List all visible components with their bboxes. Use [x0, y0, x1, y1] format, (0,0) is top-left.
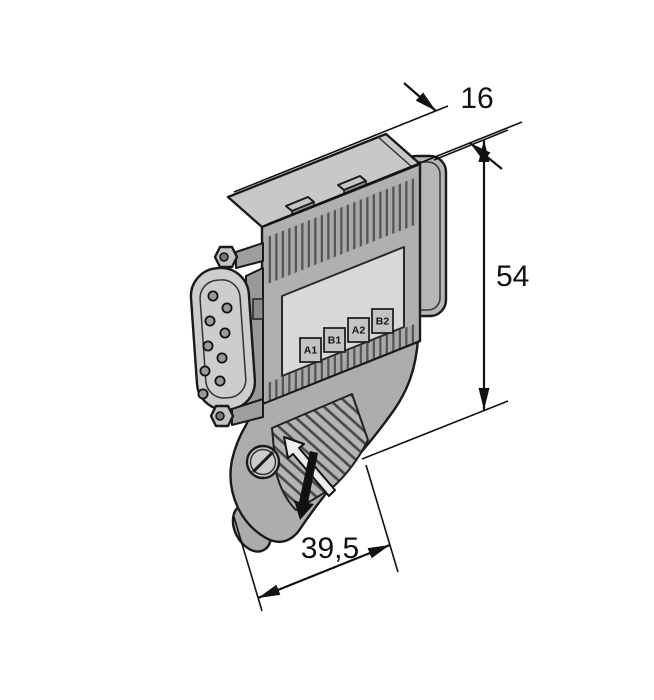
terminal-block [371, 308, 394, 334]
terminal-block-b2: B2 [371, 308, 394, 334]
standoff-screw-hole [219, 252, 229, 262]
terminal-block-a2: A2 [347, 317, 370, 343]
cable-direction-arrow-down-icon [294, 451, 318, 520]
clamp-screw [245, 444, 281, 480]
dsub-hole [219, 327, 231, 339]
dsub-inner-shell [199, 279, 247, 399]
terminal-block-b1: B1 [323, 327, 346, 353]
dimension-width-label: 39,5 [301, 532, 359, 565]
extension-line [233, 105, 449, 193]
dsub-hole [216, 352, 228, 364]
dsub-hole [202, 340, 214, 352]
connector-body: A1 B1 A2 B2 [226, 132, 448, 553]
extension-line [361, 400, 509, 460]
extension-line [267, 121, 523, 225]
extension-line [433, 129, 509, 161]
top-face-seam [377, 136, 413, 168]
dsub-hole [199, 365, 211, 377]
terminal-label: A1 [304, 345, 318, 357]
rib-texture-upper [265, 177, 417, 285]
dimension-width-39-5: 39,5 [233, 464, 399, 612]
dimension-depth-16: 16 [233, 82, 523, 225]
dimension-height-label: 54 [496, 260, 529, 293]
terminal-label: A2 [352, 325, 366, 337]
screw-slot [251, 450, 275, 474]
dsub-holes [197, 290, 233, 400]
left-edge-clip [252, 298, 264, 320]
screw-head-rim [249, 448, 277, 476]
dsub-hole [207, 290, 219, 302]
terminal-label: B1 [328, 335, 342, 347]
terminal-block [323, 327, 346, 353]
dimension-arrow-line [403, 82, 437, 112]
dimension-line [257, 543, 391, 600]
terminal-label: B2 [376, 316, 390, 328]
rib-texture-lower [265, 323, 417, 402]
extension-line [233, 516, 263, 612]
dimension-height-54: 54 [361, 129, 529, 460]
terminal-block [299, 337, 322, 363]
dsub-hole [197, 388, 209, 400]
terminal-block [347, 317, 370, 343]
dsub-hole [204, 315, 216, 327]
standoff-screw-hole [215, 411, 225, 421]
dsub-connector [189, 242, 264, 428]
dimension-depth-label: 16 [460, 82, 493, 115]
dsub-flange-plate [189, 266, 257, 412]
dsub-hole [221, 302, 233, 314]
dsub-hole [214, 375, 226, 387]
standoff-shaft [235, 242, 264, 269]
standoff-bottom [209, 398, 264, 428]
terminal-block-a1: A1 [299, 337, 322, 363]
standoff-top [213, 242, 264, 269]
extension-line [365, 464, 399, 573]
dimension-arrow-line [469, 142, 503, 170]
